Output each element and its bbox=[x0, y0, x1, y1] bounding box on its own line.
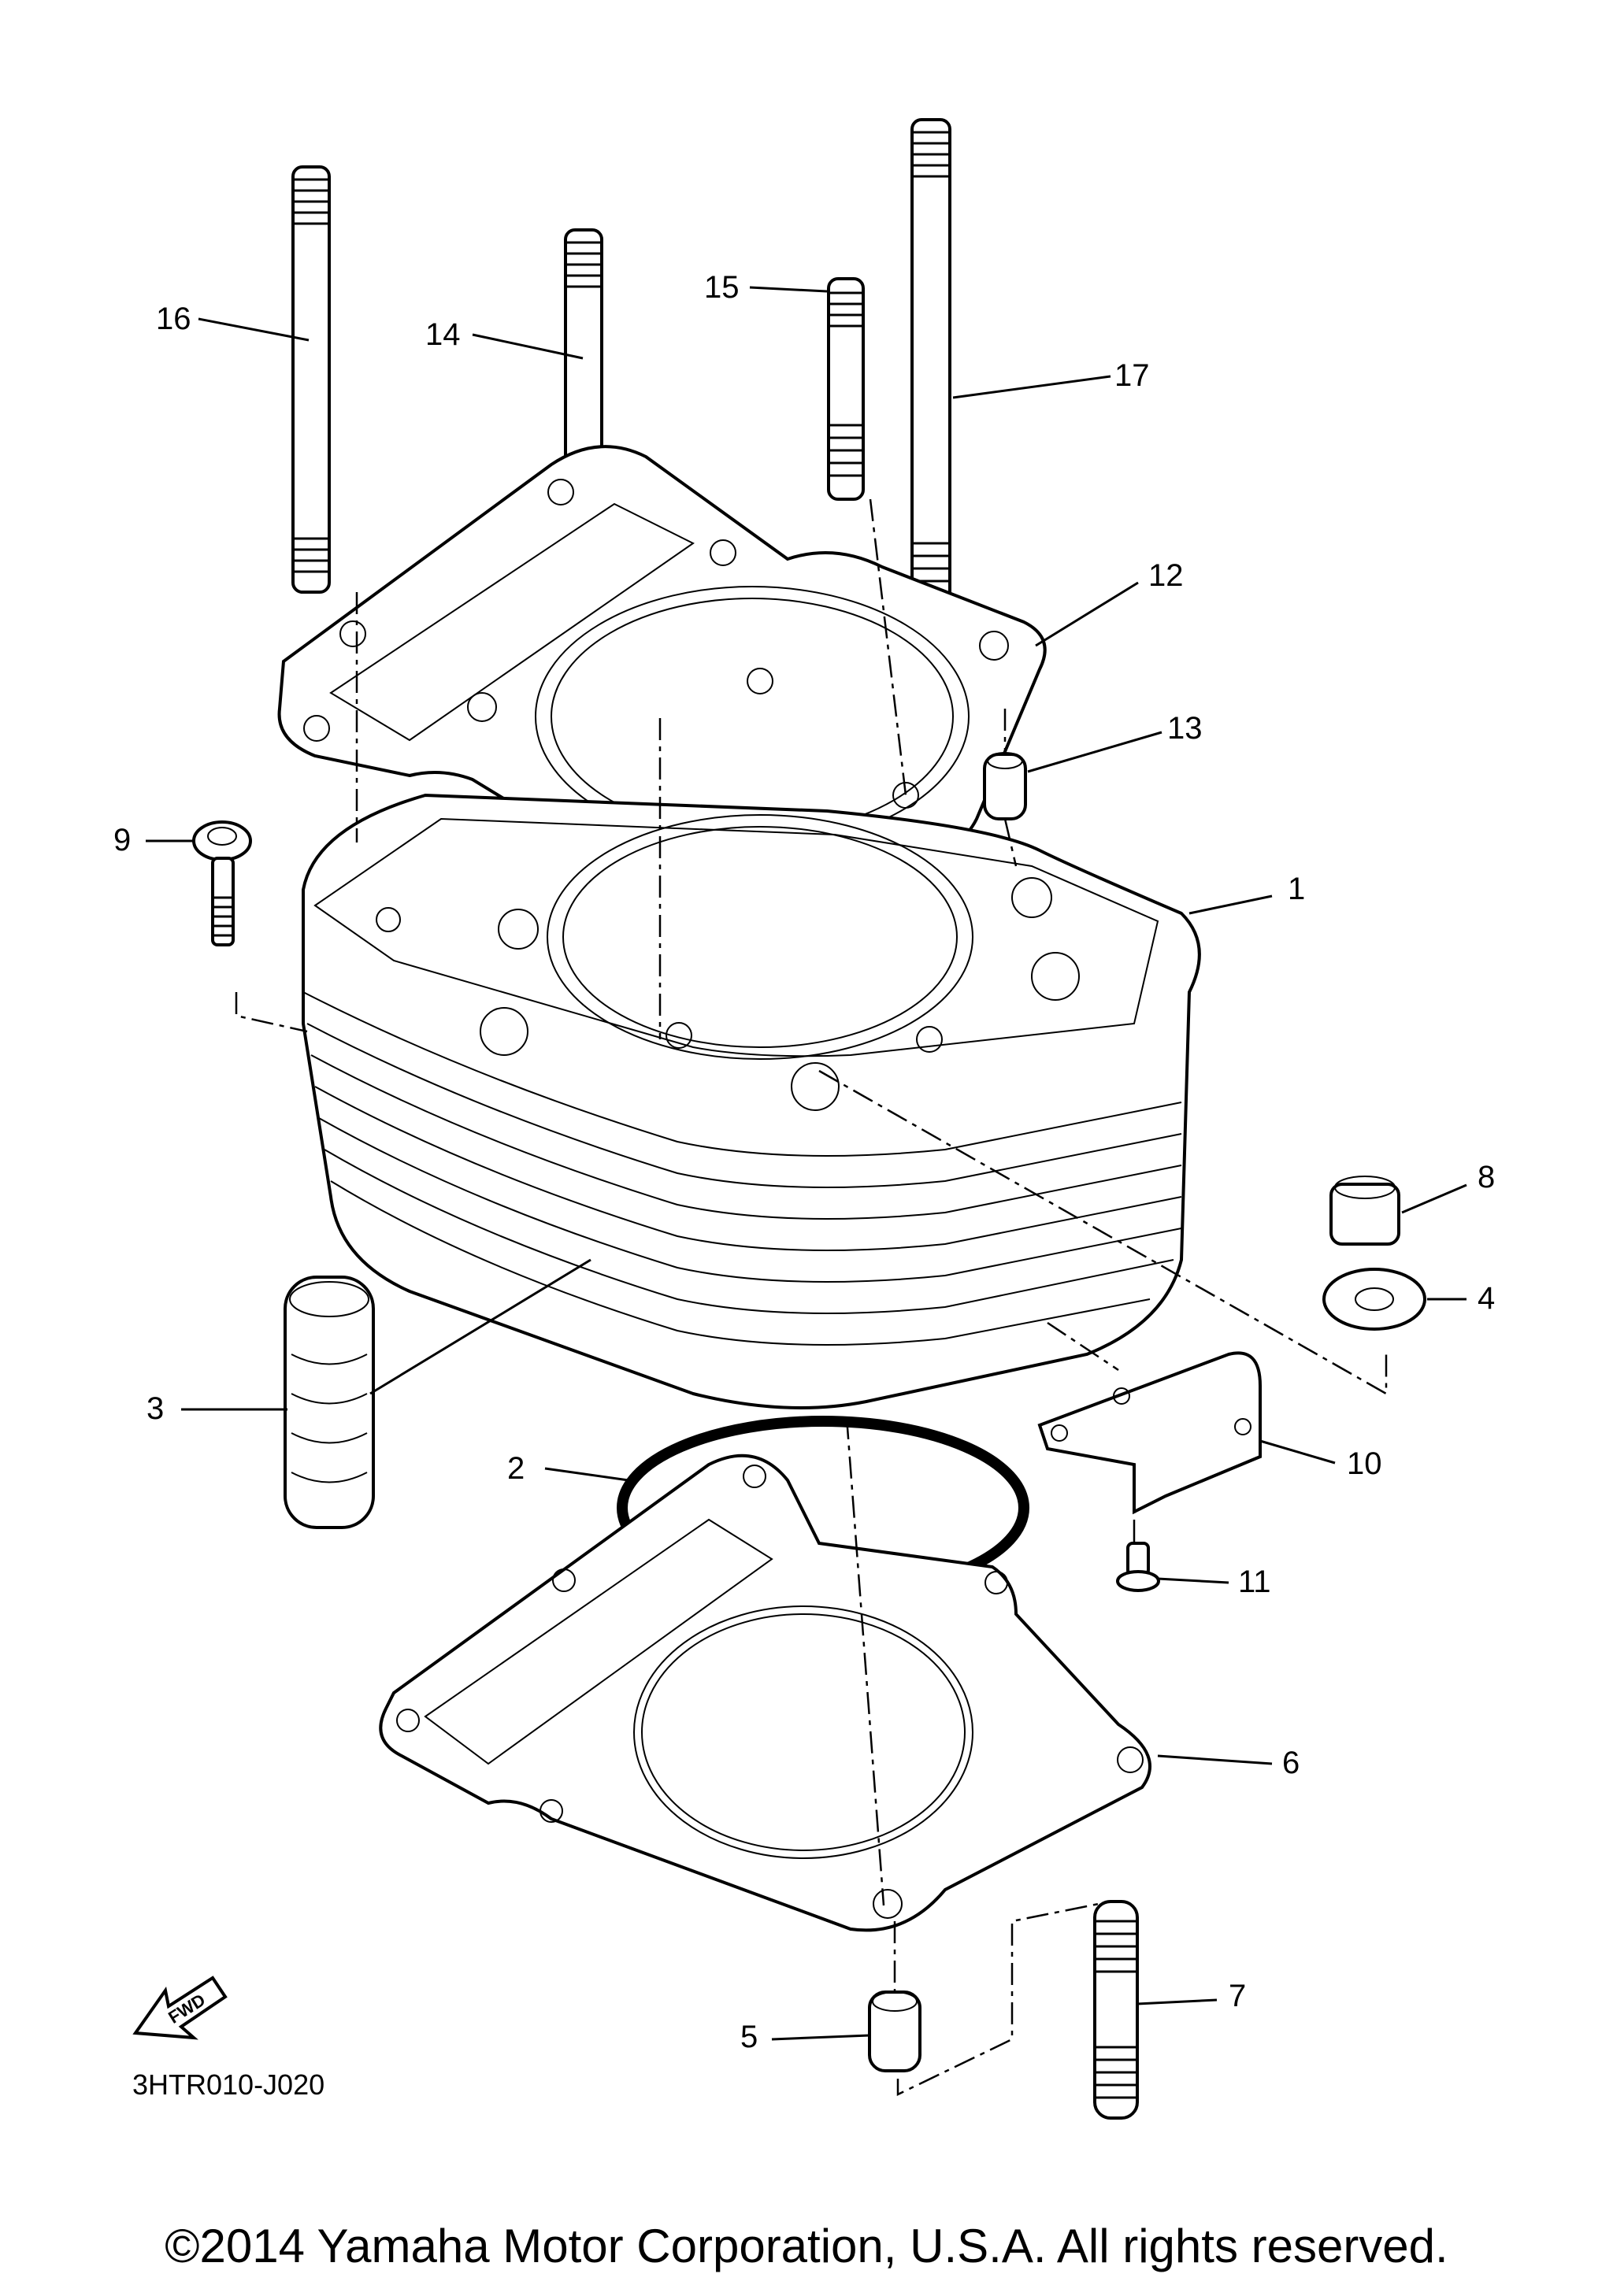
callout-9: 9 bbox=[113, 823, 131, 857]
callout-13: 13 bbox=[1167, 711, 1203, 746]
copyright-notice: ©2014 Yamaha Motor Corporation, U.S.A. A… bbox=[165, 2220, 1448, 2272]
callout-4: 4 bbox=[1478, 1281, 1495, 1316]
callout-3: 3 bbox=[146, 1391, 164, 1426]
leader-lines bbox=[146, 286, 1467, 2041]
bolt-9 bbox=[192, 820, 252, 946]
callout-15: 15 bbox=[704, 270, 740, 305]
callout-14: 14 bbox=[425, 317, 461, 352]
sleeve-3 bbox=[284, 1276, 375, 1529]
callout-10: 10 bbox=[1347, 1446, 1382, 1481]
callout-8: 8 bbox=[1478, 1160, 1495, 1194]
fwd-arrow-icon: FWD bbox=[132, 1976, 228, 2040]
callout-1: 1 bbox=[1288, 872, 1305, 906]
base-gasket-6 bbox=[379, 1454, 1151, 1932]
drawing-code: 3HTR010-J020 bbox=[132, 2068, 324, 2101]
bracket-10 bbox=[1037, 1351, 1262, 1515]
stud-bolt-15 bbox=[827, 277, 865, 501]
callout-12: 12 bbox=[1148, 558, 1184, 593]
stud-bolt-16 bbox=[291, 165, 331, 594]
bolt-11 bbox=[1116, 1542, 1160, 1592]
dowel-pin-13 bbox=[983, 752, 1027, 820]
dowel-pin-5 bbox=[868, 1990, 921, 2072]
callout-5: 5 bbox=[740, 2020, 758, 2054]
callout-6: 6 bbox=[1282, 1746, 1300, 1780]
collar-8 bbox=[1329, 1176, 1400, 1246]
stud-bolt-17 bbox=[910, 118, 951, 617]
callout-7: 7 bbox=[1229, 1979, 1246, 2013]
callout-2: 2 bbox=[507, 1451, 525, 1486]
washer-4 bbox=[1322, 1268, 1426, 1331]
stud-bolt-7 bbox=[1093, 1900, 1139, 2120]
callout-17: 17 bbox=[1114, 358, 1150, 393]
cylinder-body bbox=[302, 793, 1201, 1409]
callout-labels: 16 14 15 17 12 13 9 1 8 4 3 10 2 11 6 7 … bbox=[113, 270, 1495, 2054]
assembly-lines bbox=[235, 498, 1388, 2096]
callout-16: 16 bbox=[156, 302, 191, 336]
callout-11: 11 bbox=[1238, 1565, 1271, 1599]
